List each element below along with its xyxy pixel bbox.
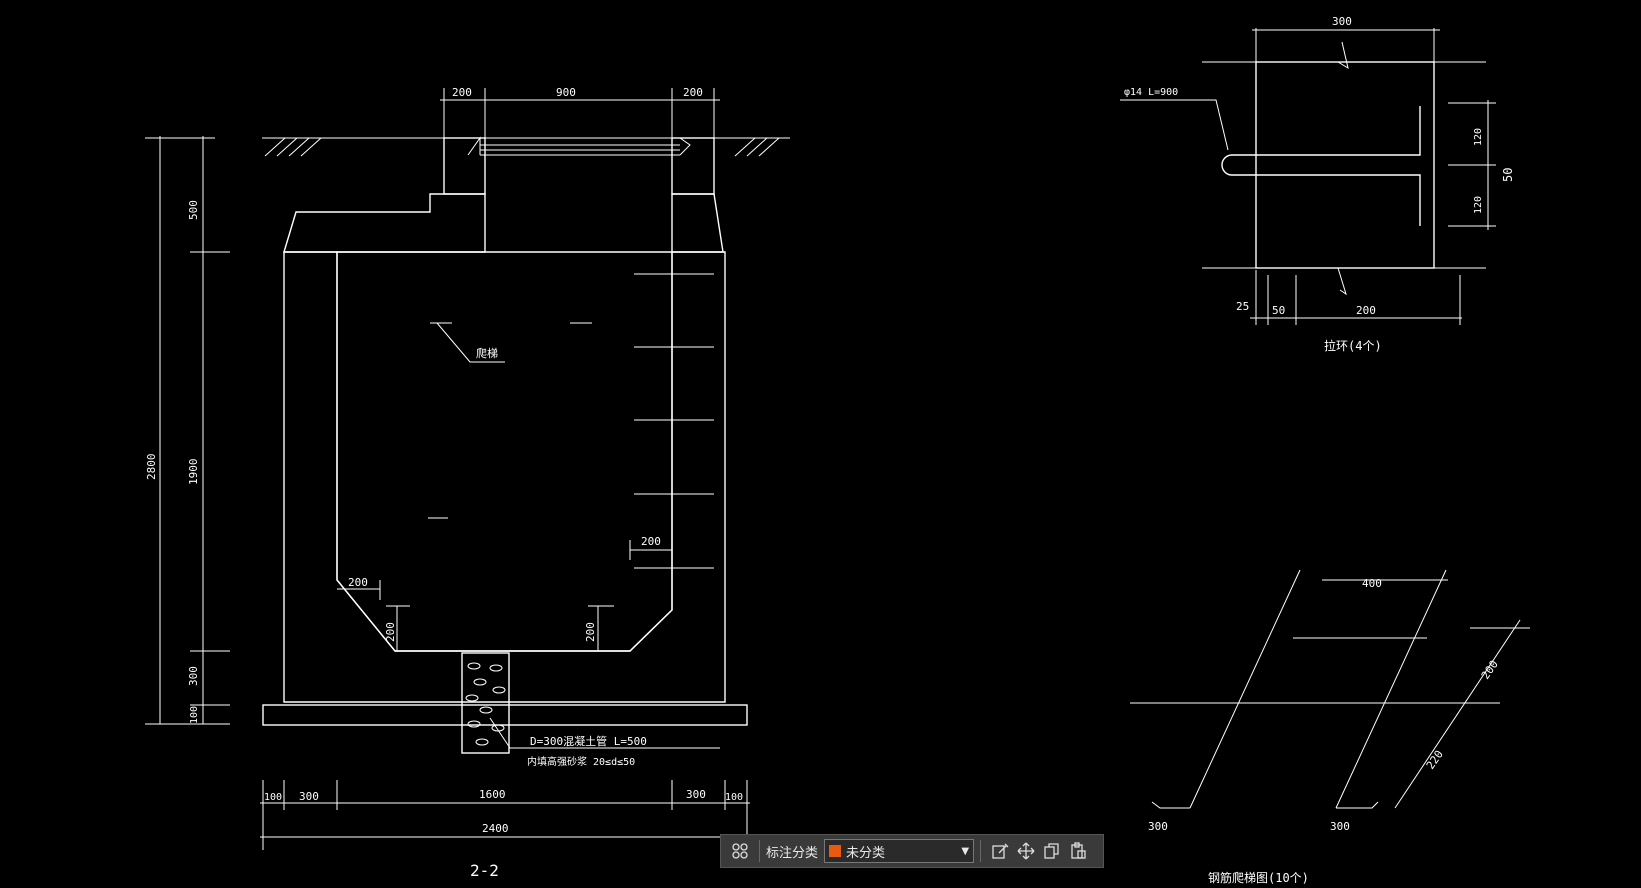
annotation-toolbar: 标注分类 未分类 ▼: [720, 834, 1104, 868]
ring-right-dim-2: 120: [1473, 196, 1484, 214]
left-dim-base: 100: [189, 706, 200, 724]
top-dim-left: 200: [452, 86, 472, 99]
selected-category: 未分类: [846, 845, 886, 861]
ring-bottom-dim-1: 25: [1236, 300, 1249, 313]
left-dim-lines: [145, 136, 230, 725]
left-dim-lower: 300: [187, 666, 200, 686]
inner-dim-wall-step: 200: [641, 535, 661, 548]
ring-top-dim: 300: [1332, 15, 1352, 28]
ring-right-dim-1: 120: [1473, 128, 1484, 146]
bottom-dim-2: 300: [299, 790, 319, 803]
ring-rebar-label: φ14 L=900: [1124, 87, 1178, 98]
rung-top-dim: 400: [1362, 577, 1382, 590]
inner-dim-lines: [337, 540, 672, 651]
ladder-rungs: [428, 273, 714, 569]
top-dim-right: 200: [683, 86, 703, 99]
bottom-dim-1: 100: [264, 792, 282, 803]
ring-detail-title: 拉环(4个): [1324, 338, 1382, 353]
section-2-2-drawing: 200 900 200 2800 500 1900 300 100 100 30…: [145, 86, 790, 880]
ring-side-dim: 50: [1501, 168, 1515, 182]
bottom-dim-lines: [260, 780, 750, 850]
annotation-category-label: 标注分类: [766, 845, 819, 861]
toolbar-divider: [759, 840, 760, 862]
grid-icon[interactable]: [727, 838, 753, 864]
top-dim-middle: 900: [556, 86, 576, 99]
left-dim-middle: 1900: [187, 459, 200, 486]
ground-hatch-right: [734, 137, 780, 157]
inner-dim-corner-h-left: 200: [384, 622, 397, 642]
copy-icon[interactable]: [1039, 838, 1065, 864]
ring-detail-drawing: 300 φ14 L=900 120 120 50 25 50 200 拉环(4个…: [1120, 15, 1515, 353]
chevron-down-icon: ▼: [961, 845, 970, 857]
gravel-pattern: [465, 662, 506, 746]
move-icon[interactable]: [1013, 838, 1039, 864]
section-title: 2-2: [470, 861, 499, 880]
bottom-dim-5: 100: [725, 792, 743, 803]
category-color-swatch: [829, 845, 842, 857]
bottom-dim-3: 1600: [479, 788, 506, 801]
rung-right-dim-2: 220: [1424, 748, 1446, 772]
inner-dim-corner-w: 200: [348, 576, 368, 589]
rung-bottom-dim-2: 300: [1330, 820, 1350, 833]
rung-right-dim-1: 200: [1479, 658, 1501, 682]
bottom-dim-4: 300: [686, 788, 706, 801]
rung-detail-drawing: 400 200 220 300 300 钢筋爬梯图(10个): [1130, 569, 1530, 885]
left-dim-overall: 2800: [145, 454, 158, 481]
ladder-label: 爬梯: [476, 347, 498, 360]
pipe-note: D=300混凝土管 L=500: [530, 734, 647, 748]
ground-hatch-left: [264, 137, 322, 157]
inner-dim-corner-h-right: 200: [584, 622, 597, 642]
paste-icon[interactable]: [1065, 838, 1091, 864]
gravel-note: 内填高强砂浆 20≤d≤50: [527, 755, 635, 768]
edit-icon[interactable]: [987, 838, 1013, 864]
rung-bottom-dim-1: 300: [1148, 820, 1168, 833]
bottom-dim-total: 2400: [482, 822, 509, 835]
rung-detail-title: 钢筋爬梯图(10个): [1208, 870, 1309, 885]
left-dim-top: 500: [187, 200, 200, 220]
ring-bottom-dim-3: 200: [1356, 304, 1376, 317]
annotation-category-select[interactable]: 未分类 ▼: [824, 839, 975, 863]
ring-bottom-dim-2: 50: [1272, 304, 1285, 317]
top-dim-lines: [440, 88, 720, 140]
toolbar-divider: [980, 840, 982, 862]
